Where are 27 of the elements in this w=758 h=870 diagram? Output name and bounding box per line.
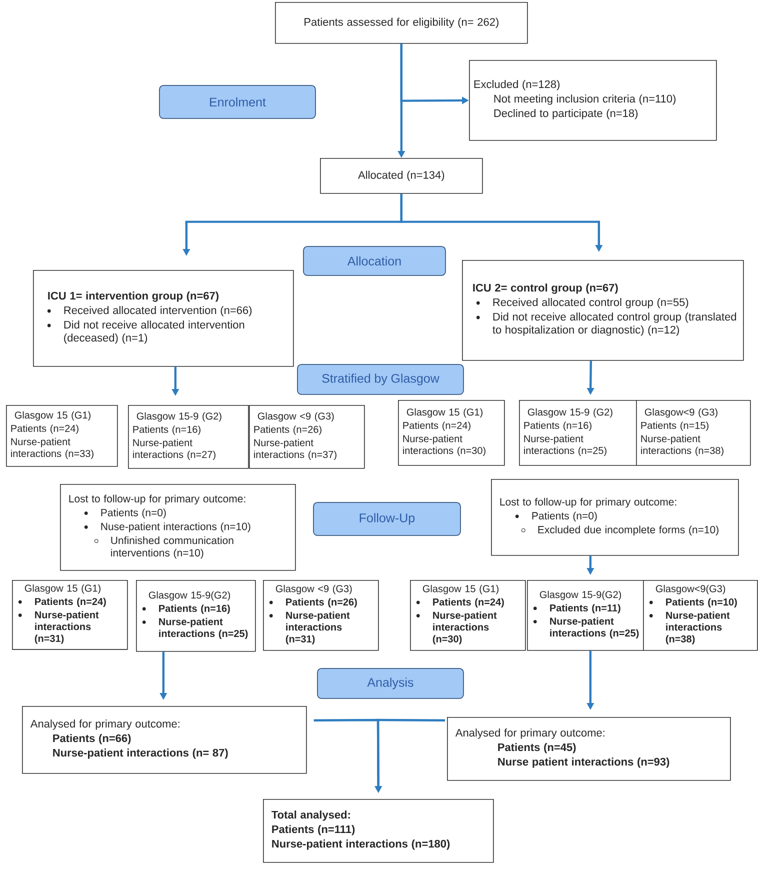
process-box: Analysed for primary outcome: Patients (n=45) Nurse patient interactions (n=93) bbox=[447, 717, 731, 781]
stage-banner: Analysis bbox=[317, 668, 464, 699]
process-box: Glasgow 15 (G1) Patients (n=24) Nurse-patient interactions (n=31) bbox=[12, 580, 128, 650]
process-box: ICU 1= intervention group (n=67) Received allocated intervention (n=66) Did not receive allocated intervention (deceased) (n=1) bbox=[33, 270, 294, 367]
process-box: Excluded (n=128) Not meeting inclusion criteria (n=110) Declined to participate (n=18) bbox=[469, 60, 717, 141]
stage-banner: Stratified by Glasgow bbox=[297, 364, 464, 395]
process-box: Glasgow 15-9 (G2) Patients (n=16) Nurse-patient interactions (n=25) bbox=[519, 400, 637, 466]
process-box: Glasgow 15-9 (G2) Patients (n=16) Nurse-patient interactions (n=27) bbox=[128, 405, 249, 469]
process-box: Glasgow <9 (G3) Patients (n=26) Nurse-patient interactions (n=31) bbox=[263, 580, 379, 651]
process-box: Glasgow 15 (G1) Patients (n=24) Nurse-patient interactions (n=30) bbox=[410, 580, 526, 651]
process-box: Allocated (n=134) bbox=[320, 158, 483, 194]
process-box: Patients assessed for eligibility (n= 262) bbox=[275, 2, 528, 44]
process-box: Glasgow 15-9(G2) Patients (n=11) Nurse-patient interactions (n=25) bbox=[527, 580, 644, 651]
stage-banner: Follow-Up bbox=[313, 502, 461, 536]
process-box: Glasgow 15 (G1) Patients (n=24) Nurse-patient interactions (n=33) bbox=[6, 405, 118, 467]
process-box: Glasgow 15 (G1) Patients (n=24) Nurse-patient interactions (n=30) bbox=[398, 400, 505, 466]
process-box: Lost to follow-up for primary outcome: Patients (n=0) Excluded due incomplete forms (n=10) bbox=[491, 479, 739, 556]
process-box: Glasgow<9 (G3) Patients (n=15) Nurse-patient interactions (n=38) bbox=[636, 400, 751, 466]
stage-banner: Enrolment bbox=[159, 85, 316, 119]
process-box: Glasgow <9 (G3) Patients (n=26) Nurse-patient interactions (n=37) bbox=[249, 405, 365, 469]
process-box: Lost to follow-up for primary outcome: Patients (n=0) Nuse-patient interactions (n=10) Unfinished communication interventions (n=10) bbox=[60, 484, 296, 571]
process-box: Analysed for primary outcome: Patients (n=66) Nurse-patient interactions (n= 87) bbox=[22, 706, 307, 774]
stage-banner: Allocation bbox=[303, 246, 446, 276]
process-box: Glasgow<9(G3) Patients (n=10) Nurse-patient interactions (n=38) bbox=[643, 580, 758, 651]
process-box: Total analysed: Patients (n=111) Nurse-patient interactions (n=180) bbox=[263, 799, 494, 863]
process-box: Glasgow 15-9(G2) Patients (n=16) Nurse-patient interactions (n=25) bbox=[136, 580, 256, 652]
process-box: ICU 2= control group (n=67) Received allocated control group (n=55) Did not receive allocated control group (translated to hospitalization or diagnostic) (n=12) bbox=[462, 260, 744, 361]
